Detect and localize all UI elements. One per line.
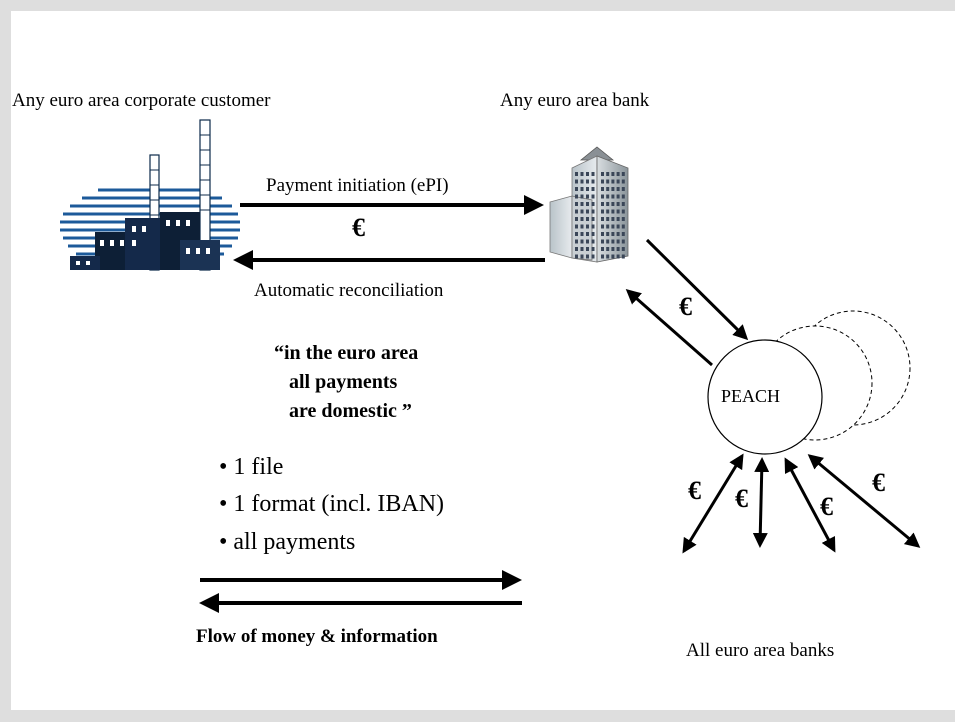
bank-arrow-2 [752, 457, 770, 548]
peach-label: PEACH [721, 386, 781, 406]
bank-to-peach-arrow [645, 238, 749, 341]
bullet-item: • all payments [219, 529, 356, 555]
euro-symbol-bank-3: € [820, 492, 833, 521]
bullet-item: • 1 format (incl. IBAN) [219, 491, 445, 517]
bank-arrow-4 [807, 454, 921, 548]
all-banks-label: All euro area banks [686, 640, 835, 661]
bullet-item: • 1 file [219, 454, 284, 480]
flow-label: Flow of money & information [196, 626, 438, 647]
euro-symbol-bank-peach: € [679, 292, 692, 321]
bank-arrow-1 [682, 453, 744, 554]
euro-symbol-bank-2: € [735, 484, 748, 513]
peach-circle [707, 339, 823, 455]
customer-label: Any euro area corporate customer [12, 90, 271, 111]
office-building-icon [549, 146, 629, 263]
peach-to-bank-arrow [625, 289, 713, 367]
reconciliation-label: Automatic reconciliation [254, 280, 444, 301]
factory-icon [60, 119, 240, 271]
quote-line-3: are domestic ” [289, 400, 412, 422]
quote-line-2: all payments [289, 371, 398, 393]
euro-symbol-main: € [352, 213, 365, 242]
payment-initiation-label: Payment initiation (ePI) [266, 175, 449, 196]
euro-symbol-bank-1: € [688, 476, 701, 505]
bank-label: Any euro area bank [500, 90, 650, 111]
euro-symbol-bank-4: € [872, 468, 885, 497]
quote-line-1: “in the euro area [274, 342, 419, 364]
